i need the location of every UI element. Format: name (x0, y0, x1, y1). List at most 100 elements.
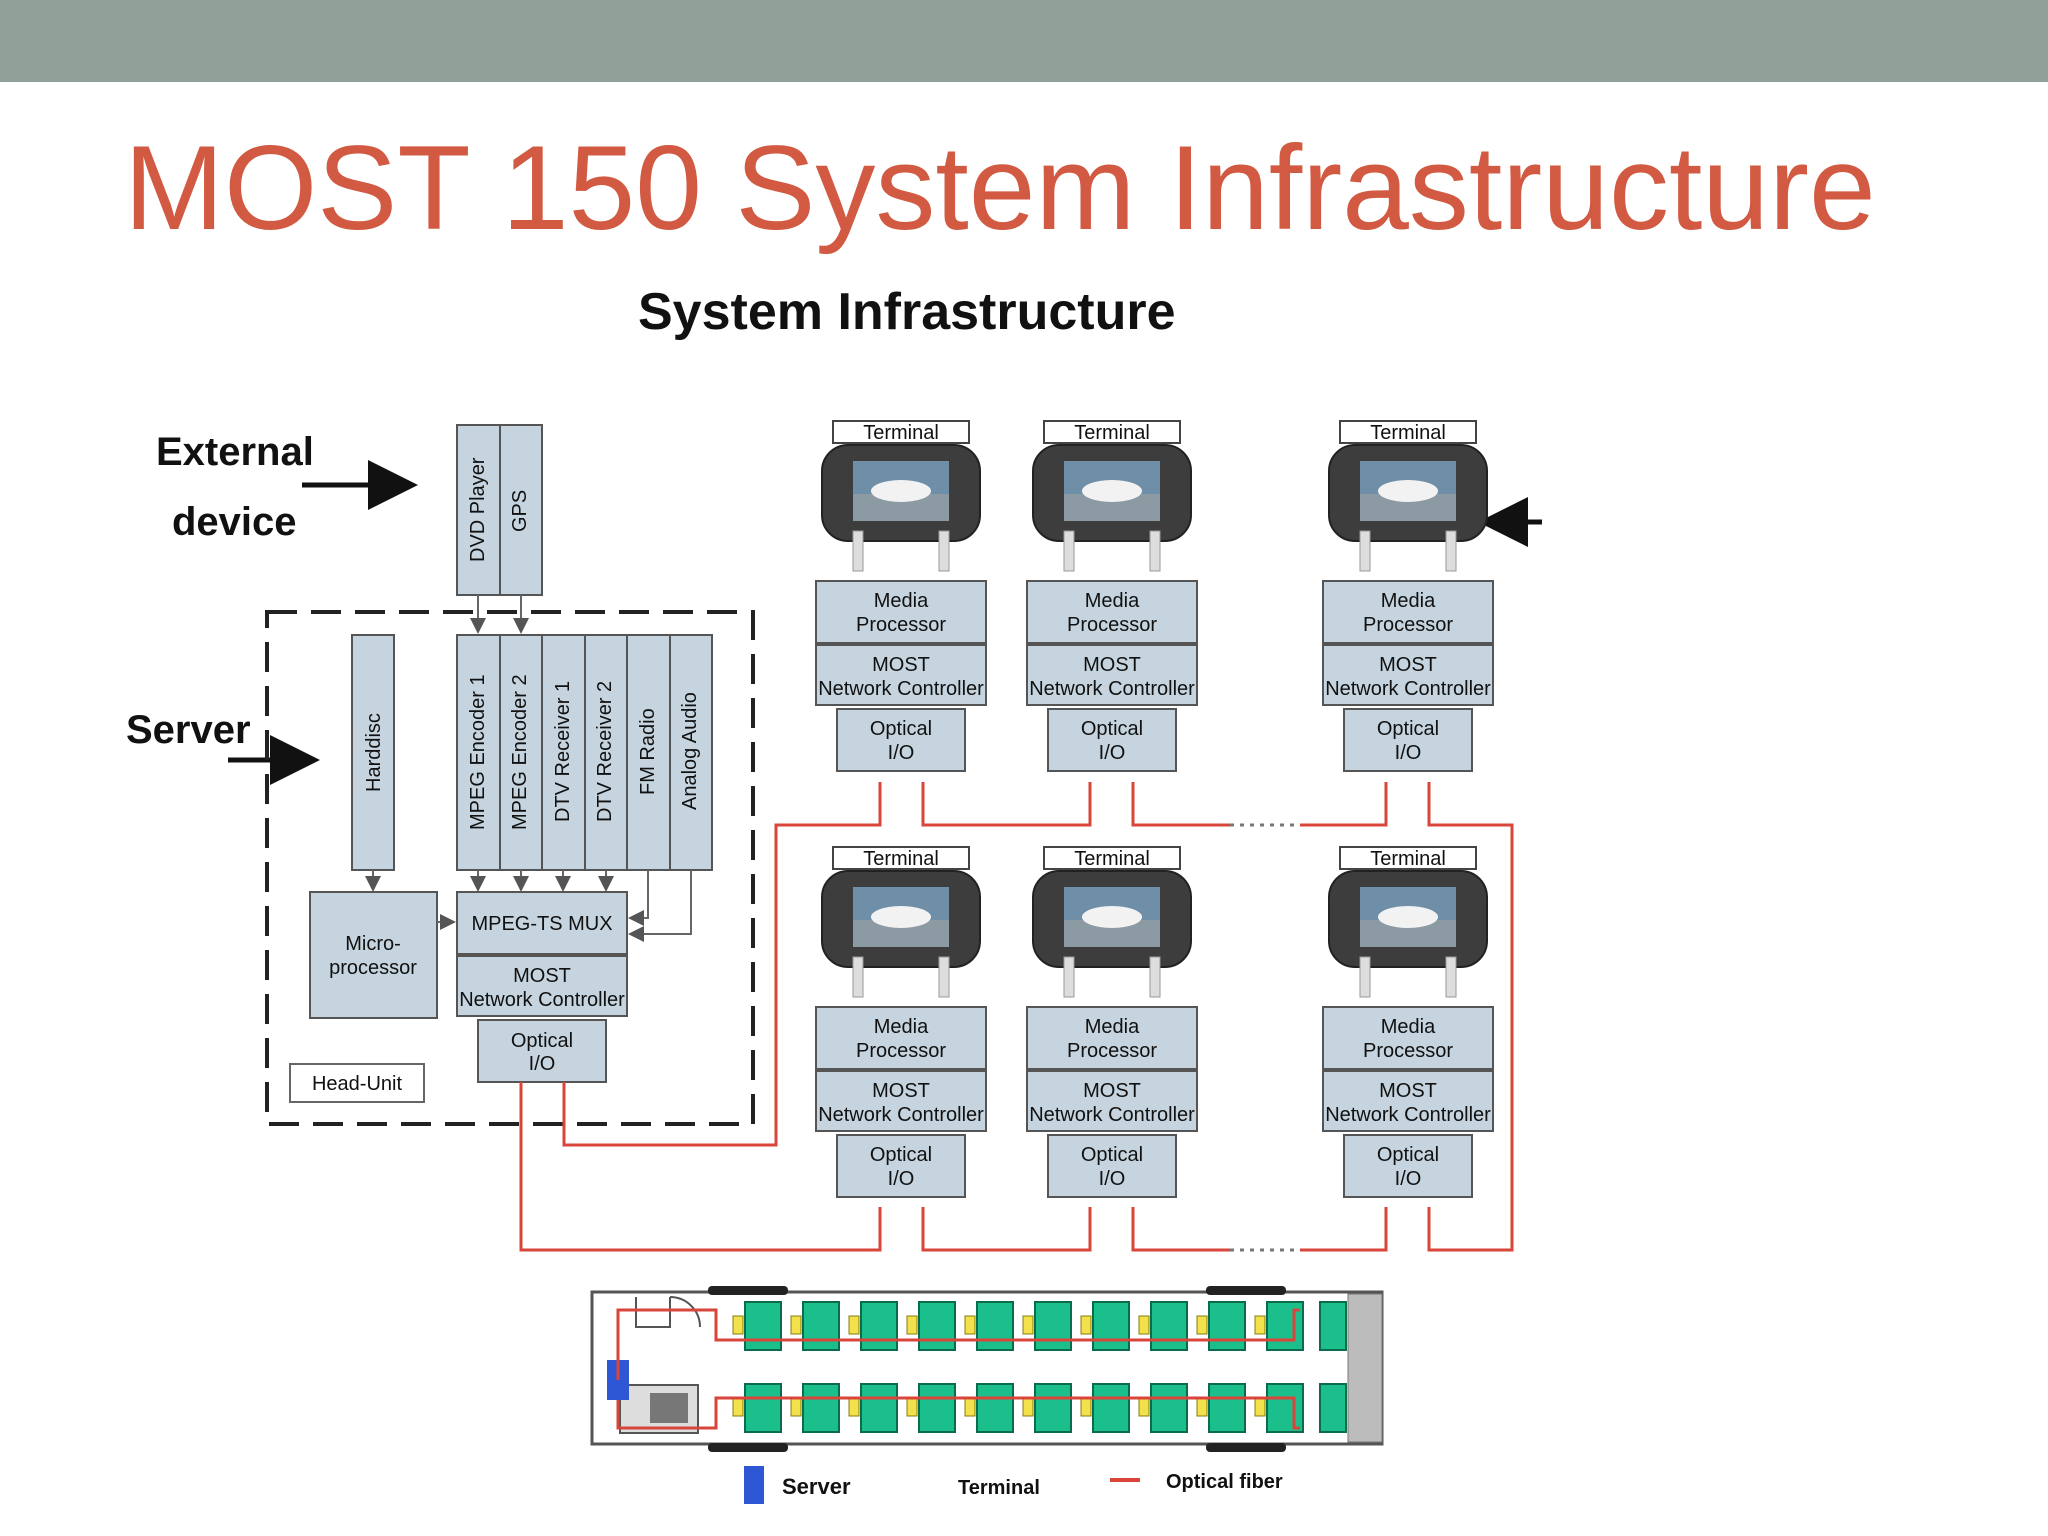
terminal-seat (1150, 1301, 1188, 1351)
monitor-post (852, 530, 864, 572)
terminal-marker (848, 1397, 860, 1417)
media-processor-label-2: Processor (856, 614, 946, 636)
terminal-seat (744, 1301, 782, 1351)
most-controller-box (815, 1070, 987, 1132)
dvd-player-label: DVD Player (467, 457, 489, 562)
optical-io-label-2: I/O (1099, 742, 1126, 764)
media-processor-box (1026, 580, 1198, 644)
fiber-ring (519, 782, 1514, 1252)
optical-io-label-1: Optical (1081, 718, 1143, 740)
bus-wheel (1206, 1443, 1286, 1452)
most-controller-label-1: MOST (872, 654, 930, 676)
gps-label: GPS (509, 490, 531, 532)
terminal-label: Terminal (863, 848, 939, 870)
optical-io-label-2: I/O (1395, 742, 1422, 764)
bus-wheel (708, 1286, 788, 1295)
optical-io-label-2: I/O (1395, 1168, 1422, 1190)
terminal-tag (1043, 420, 1181, 444)
optical-io-box (1343, 708, 1473, 772)
terminal-seat (802, 1301, 840, 1351)
media-processor-label-2: Processor (1067, 1040, 1157, 1062)
terminal-seat (1034, 1301, 1072, 1351)
bus-door (635, 1297, 671, 1328)
terminal-marker (790, 1397, 802, 1417)
most-controller-label-1: MOST (1083, 654, 1141, 676)
most-controller-label-2: Network Controller (1029, 1104, 1195, 1126)
bus-wheel (1206, 1286, 1286, 1295)
optical-io-label-1: Optical (1377, 718, 1439, 740)
terminal-seat (860, 1301, 898, 1351)
optical-io-box (836, 708, 966, 772)
terminal-marker (732, 1397, 744, 1417)
terminal-marker (1080, 1397, 1092, 1417)
media-processor-label-1: Media (1085, 590, 1140, 612)
terminal-marker (732, 1315, 744, 1335)
module-label: DTV Receiver 1 (552, 681, 574, 822)
terminal-marker (906, 1315, 918, 1335)
monitor-post (1359, 956, 1371, 998)
terminal-marker (1254, 1397, 1266, 1417)
head-unit-tag (289, 1063, 425, 1103)
terminal-seat (1150, 1383, 1188, 1433)
terminal-seat (1092, 1301, 1130, 1351)
media-processor-label-1: Media (874, 590, 929, 612)
terminal-label: Terminal (1074, 848, 1150, 870)
media-processor-label-1: Media (874, 1016, 929, 1038)
most-controller-label-1: MOST (1379, 1080, 1437, 1102)
monitor-post (938, 530, 950, 572)
most-controller-box (456, 955, 628, 1017)
terminal-seat (1034, 1383, 1072, 1433)
media-processor-box (1026, 1006, 1198, 1070)
optical-io-label-1: Optical (1377, 1144, 1439, 1166)
media-processor-label-1: Media (1085, 1016, 1140, 1038)
optical-io-label-2: I/O (529, 1053, 556, 1075)
optical-io-label-2: I/O (888, 1168, 915, 1190)
media-processor-box (815, 580, 987, 644)
terminal-seat (918, 1301, 956, 1351)
optical-io-box (836, 1134, 966, 1198)
monitor-post (938, 956, 950, 998)
most-controller-label-2: Network Controller (459, 989, 625, 1011)
most-controller-label-1: MOST (513, 965, 571, 987)
car-image (1378, 480, 1438, 502)
optical-io-label-1: Optical (870, 1144, 932, 1166)
monitor-post (1359, 530, 1371, 572)
legend-fiber-label: Optical fiber (1166, 1471, 1283, 1493)
most-controller-box (1322, 1070, 1494, 1132)
terminal-marker (1080, 1315, 1092, 1335)
most-controller-label-1: MOST (1379, 654, 1437, 676)
most-controller-label-1: MOST (872, 1080, 930, 1102)
bus-wheel (708, 1443, 788, 1452)
terminal-label: Terminal (1074, 422, 1150, 444)
car-image (871, 480, 931, 502)
optical-io-box (1343, 1134, 1473, 1198)
car-image (1378, 906, 1438, 928)
terminal-seat (976, 1301, 1014, 1351)
legend: Server Terminal Optical fiber (744, 1466, 1283, 1504)
bus-door-swing (669, 1296, 701, 1328)
external-device-label-2: device (172, 500, 297, 544)
optical-io-label-1: Optical (1081, 1144, 1143, 1166)
module-label: MPEG Encoder 2 (509, 674, 531, 830)
monitor-post (1445, 956, 1457, 998)
terminal-seat (1208, 1383, 1246, 1433)
media-processor-label-2: Processor (1363, 1040, 1453, 1062)
terminal-marker (906, 1397, 918, 1417)
most-controller-box (1026, 644, 1198, 706)
optical-io-label-1: Optical (870, 718, 932, 740)
terminal-marker (1138, 1397, 1150, 1417)
most-controller-label-2: Network Controller (818, 678, 984, 700)
most-controller-label-2: Network Controller (1325, 678, 1491, 700)
most-controller-label-2: Network Controller (1029, 678, 1195, 700)
mpeg-ts-mux-label: MPEG-TS MUX (471, 913, 612, 935)
terminal-seat (860, 1383, 898, 1433)
optical-io-box (1047, 708, 1177, 772)
module-label: FM Radio (637, 708, 659, 795)
most-controller-box (1322, 644, 1494, 706)
bus-fiber (616, 1308, 1300, 1430)
car-image (871, 906, 931, 928)
